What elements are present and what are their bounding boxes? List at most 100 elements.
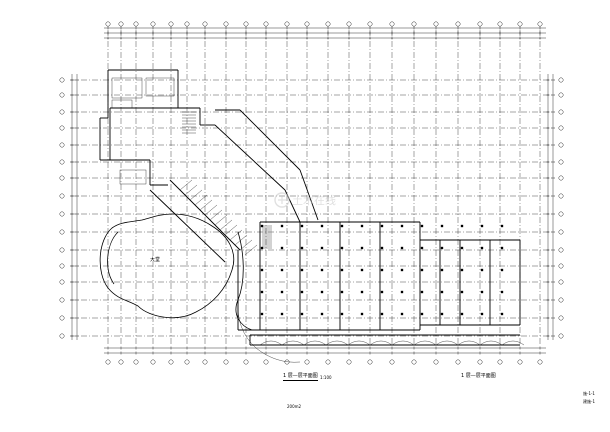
axis-bubble-bottom — [497, 359, 503, 365]
axis-bubble-bottom — [168, 359, 174, 365]
axis-bubble-right — [558, 279, 564, 285]
column — [460, 268, 464, 272]
axis-bubble-right — [558, 263, 564, 269]
stair-tread — [244, 244, 258, 256]
axis-bubble-left — [59, 175, 65, 181]
column — [480, 268, 484, 272]
axis-bubble-top — [223, 21, 229, 27]
column — [440, 224, 444, 228]
column — [340, 246, 344, 250]
column — [300, 290, 304, 294]
axis-bubble-bottom — [243, 359, 249, 365]
room-outline — [111, 99, 133, 109]
axis-bubble-top — [537, 21, 543, 27]
column — [400, 290, 404, 294]
axis-bubble-left — [59, 109, 65, 115]
axis-bubble-right — [558, 333, 564, 339]
axis-bubble-bottom — [263, 359, 269, 365]
column — [480, 290, 484, 294]
axis-bubble-top — [118, 21, 124, 27]
column — [280, 268, 284, 272]
column — [300, 246, 304, 250]
axis-bubble-top — [263, 21, 269, 27]
stair-tread — [234, 234, 248, 246]
axis-bubble-bottom — [304, 359, 310, 365]
axis-bubble-right — [558, 193, 564, 199]
axis-bubble-right — [558, 175, 564, 181]
axis-bubble-left — [59, 125, 65, 131]
stair-tread — [194, 194, 208, 206]
axis-bubble-bottom — [346, 359, 352, 365]
hall-label: 大堂 — [150, 257, 161, 263]
arcade-arch — [435, 340, 459, 346]
column — [300, 268, 304, 272]
axis-bubble-bottom — [455, 359, 461, 365]
axis-bubble-top — [133, 21, 139, 27]
column — [440, 290, 444, 294]
axis-bubble-top — [367, 21, 373, 27]
column — [420, 312, 424, 316]
column — [360, 224, 364, 228]
stair-tread — [199, 199, 213, 211]
column — [400, 312, 404, 316]
axis-bubble-top — [411, 21, 417, 27]
axis-bubble-bottom — [367, 359, 373, 365]
stair-tread — [219, 219, 233, 231]
axis-bubble-left — [59, 77, 65, 83]
axis-bubble-top — [325, 21, 331, 27]
column — [380, 268, 384, 272]
column — [320, 312, 324, 316]
entrance-curve — [237, 299, 301, 363]
arcade-arch — [501, 340, 525, 346]
axis-bubble-right — [558, 159, 564, 165]
column — [480, 224, 484, 228]
axis-bubble-bottom — [223, 359, 229, 365]
axis-bubble-bottom — [105, 359, 111, 365]
axis-bubble-bottom — [537, 359, 543, 365]
axis-bubble-top — [455, 21, 461, 27]
axis-bubble-left — [59, 211, 65, 217]
column — [360, 290, 364, 294]
column — [400, 246, 404, 250]
axis-grid — [70, 30, 555, 345]
plan-scale: 1:100 — [320, 375, 332, 380]
building-walls — [99, 69, 521, 346]
axis-bubble-top — [168, 21, 174, 27]
axis-bubble-top — [304, 21, 310, 27]
arcade-arch — [457, 340, 481, 346]
axis-bubble-right — [558, 315, 564, 321]
column — [260, 312, 264, 316]
axis-bubble-bottom — [184, 359, 190, 365]
column — [380, 246, 384, 250]
column — [340, 224, 344, 228]
arcade-arch — [259, 340, 283, 346]
column — [400, 268, 404, 272]
axis-bubble-top — [433, 21, 439, 27]
stair-tread — [229, 229, 243, 241]
column — [380, 290, 384, 294]
axis-bubble-bottom — [133, 359, 139, 365]
axis-bubble-left — [59, 315, 65, 321]
column — [380, 312, 384, 316]
stair-tread — [189, 189, 203, 201]
axis-bubble-top — [150, 21, 156, 27]
column — [420, 268, 424, 272]
axis-bubble-top — [105, 21, 111, 27]
column — [420, 224, 424, 228]
axis-bubble-left — [59, 193, 65, 199]
column — [360, 268, 364, 272]
axis-bubble-right — [558, 142, 564, 148]
column — [280, 312, 284, 316]
axis-bubble-right — [558, 125, 564, 131]
axis-bubble-top — [243, 21, 249, 27]
axis-bubble-left — [59, 92, 65, 98]
stair-tread — [209, 209, 223, 221]
column — [320, 224, 324, 228]
area-note: 200m2 — [287, 404, 302, 409]
column — [460, 312, 464, 316]
axis-bubble-left — [59, 279, 65, 285]
column — [280, 290, 284, 294]
wall-segment — [299, 169, 319, 221]
column — [440, 246, 444, 250]
arcade-arch — [303, 340, 327, 346]
